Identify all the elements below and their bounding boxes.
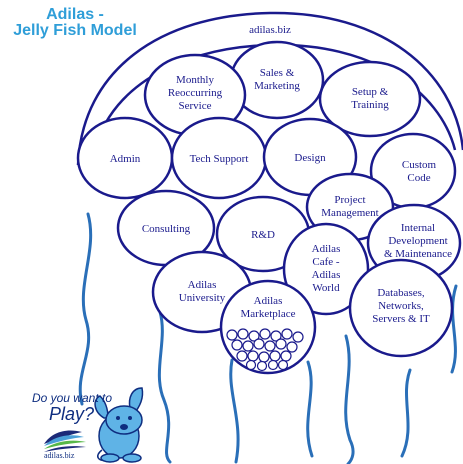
promo-line-2: Play?: [48, 404, 94, 424]
jellyfish-dome-outer: [76, 11, 463, 166]
tentacle: [229, 358, 240, 464]
bubble-label: Setup &Training: [351, 86, 389, 111]
bubble-databases: Databases,Networks,Servers & IT: [348, 258, 454, 358]
bubble-consulting: Consulting: [116, 189, 216, 267]
bubble-label: Consulting: [142, 223, 191, 235]
tentacle: [157, 310, 172, 464]
tentacle: [400, 368, 412, 458]
bubble-label: Tech Support: [190, 153, 249, 165]
blue-dog-mascot: [94, 387, 144, 463]
dome-label: adilas.biz: [249, 24, 291, 36]
marketplace-mini-bubbles: [226, 328, 304, 372]
tentacle: [306, 360, 314, 458]
bubble-label: Admin: [110, 153, 141, 165]
title-line-2: Jelly Fish Model: [13, 22, 137, 39]
tentacles: [78, 212, 458, 464]
adilas-logo: [44, 430, 86, 452]
promo-line-1: Do you want to: [31, 391, 112, 405]
promo-question: Do you want to Play?: [2, 392, 112, 424]
diagram-title: Adilas - Jelly Fish Model: [0, 7, 150, 39]
bubble-label: Design: [294, 152, 326, 164]
bubble-label: Sales &Marketing: [254, 67, 300, 92]
bubble-setup-training: Setup &Training: [318, 60, 422, 138]
tentacle: [344, 334, 355, 464]
bubble-label: R&D: [251, 229, 275, 241]
bubble-admin: Admin: [76, 116, 174, 200]
bubble-label: Databases,Networks,Servers & IT: [372, 287, 430, 325]
bubble-tech-support: Tech Support: [170, 116, 268, 200]
title-line-1: Adilas -: [46, 6, 104, 23]
tentacle: [450, 284, 458, 374]
bubble-sales-marketing: Sales &Marketing: [229, 40, 325, 120]
logo-caption: adilas.biz: [44, 451, 75, 460]
tentacle: [78, 212, 93, 406]
